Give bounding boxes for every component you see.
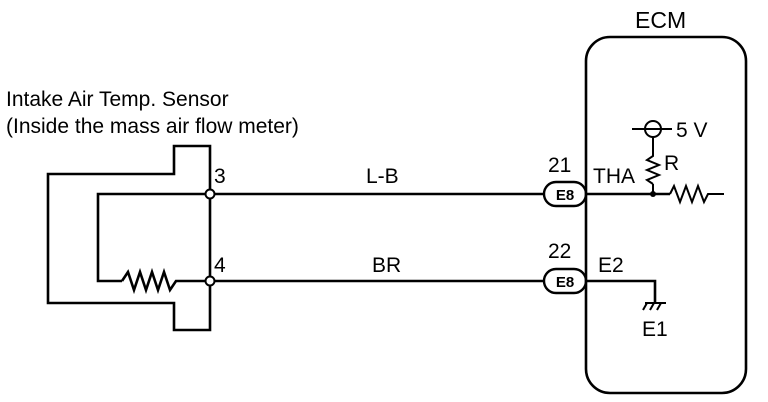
ecm-supply-symbol [632,120,672,138]
wire-color-lower: BR [372,254,401,277]
sensor-pin-3-label: 3 [214,165,226,188]
sensor-pin-3-terminal [204,188,216,200]
ecm-signal-tha: THA [593,165,635,188]
ground-icon [642,302,666,311]
ecm-box [584,35,748,395]
connector-e8-lower-label: E8 [556,274,574,291]
sensor-housing [46,144,212,332]
connector-e8-upper: E8 [542,180,588,208]
sensor-pin-4-terminal [204,275,216,287]
ecm-pullup-resistor [644,137,662,194]
connector-e8-upper-label: E8 [556,187,574,204]
ecm-title: ECM [635,7,686,33]
sensor-subtitle: (Inside the mass air flow meter) [6,115,299,138]
ecm-pullup-label: R [664,152,679,175]
ecm-supply-voltage: 5 V [676,119,708,142]
ecm-signal-e2: E2 [598,254,624,277]
sensor-pin-4-label: 4 [214,254,226,277]
ecm-terminal-21: 21 [548,154,571,177]
connector-e8-lower: E8 [542,267,588,295]
ecm-ground-label: E1 [642,318,668,341]
wire-color-upper: L-B [366,165,399,188]
sensor-title: Intake Air Temp. Sensor [6,88,229,111]
ecm-input-resistor [669,183,724,205]
ecm-e2-line [586,279,657,302]
sensor-thermistor [96,192,210,295]
ecm-terminal-22: 22 [548,240,571,263]
